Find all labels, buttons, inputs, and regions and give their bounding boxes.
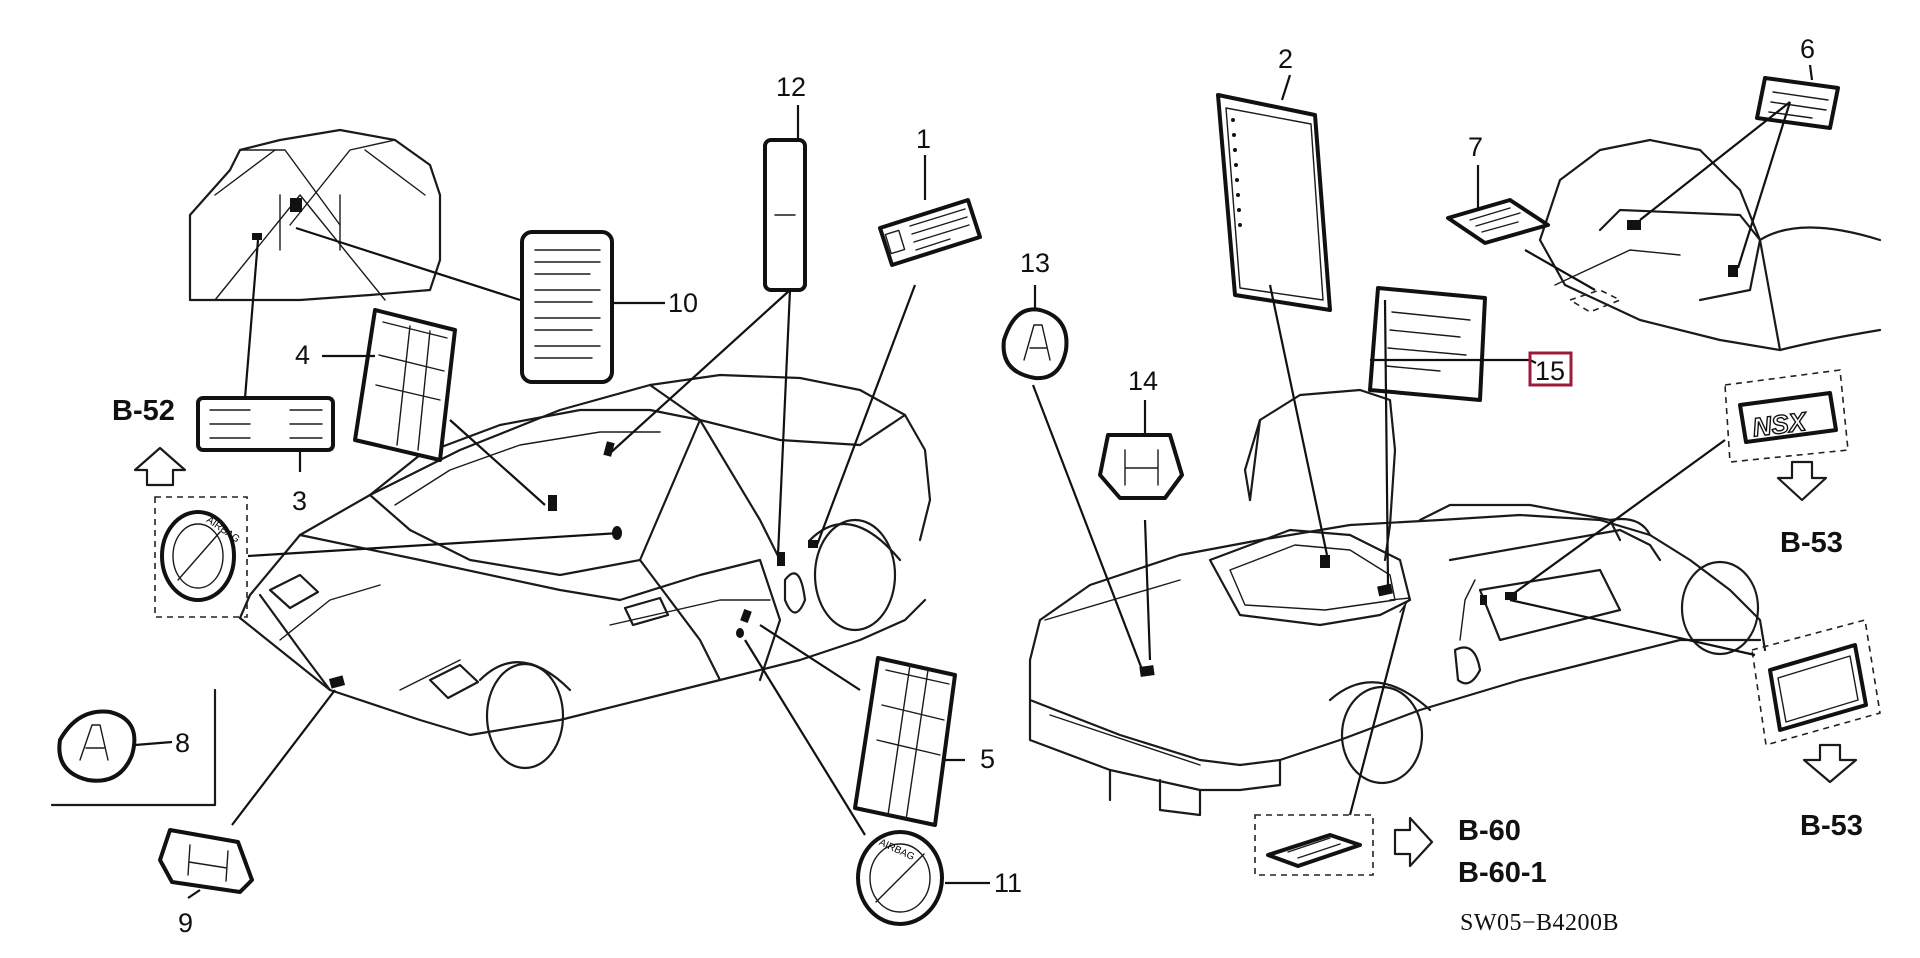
trunk-detail-illustration [1538, 138, 1882, 352]
part-10-label [520, 230, 614, 384]
callout-8: 8 [175, 728, 190, 758]
part-5-label [853, 656, 957, 827]
lower-center-plate-box [1254, 814, 1374, 876]
reference-labels: B-52 B-53 B-53 B-60 B-60-1 SW05−B4200B [112, 395, 1863, 936]
lower-right-plate-box [1751, 618, 1881, 747]
arrow-b53-lower [1802, 743, 1858, 784]
part-11-airbag-label: AIRBAG [856, 830, 944, 926]
ref-b60[interactable]: B-60 [1458, 815, 1521, 847]
callout-labels: 1 2 3 4 5 6 7 8 9 10 11 12 13 14 15 [175, 34, 1815, 938]
part-9-emblem [158, 828, 254, 894]
callout-5: 5 [980, 744, 995, 774]
callout-14: 14 [1128, 366, 1158, 396]
part-1-fuel-label [878, 198, 982, 267]
part-3-label [196, 396, 335, 452]
part-4-label [353, 308, 457, 462]
callout-2: 2 [1278, 44, 1293, 74]
callout-15[interactable]: 15 [1535, 356, 1565, 386]
callout-1: 1 [916, 124, 931, 154]
part-2-sheet [1216, 93, 1332, 312]
nsx-emblem-text: NSX [1751, 406, 1809, 442]
ref-b53-upper[interactable]: B-53 [1780, 527, 1843, 559]
arrow-b53-upper [1776, 460, 1828, 502]
part-8-emblem [57, 709, 137, 783]
rear-car-illustration [1028, 388, 1767, 817]
callout-7: 7 [1468, 132, 1483, 162]
part-6-label [1755, 76, 1840, 130]
airbag-reference-box: AIRBAG [154, 496, 248, 618]
callout-15-highlight [1528, 351, 1573, 387]
ref-b60-1[interactable]: B-60-1 [1458, 857, 1547, 889]
part-7-label [1446, 198, 1550, 245]
ref-b53-lower[interactable]: B-53 [1800, 810, 1863, 842]
part-12-label [763, 138, 807, 292]
ref-b52[interactable]: B-52 [112, 395, 175, 427]
callout-3: 3 [292, 486, 307, 516]
part-8-bracket [50, 688, 217, 807]
callout-10: 10 [668, 288, 698, 318]
callout-13: 13 [1020, 248, 1050, 278]
callout-12: 12 [776, 72, 806, 102]
callout-4: 4 [295, 340, 310, 370]
arrow-b60 [1393, 816, 1434, 868]
arrow-b52 [133, 446, 187, 487]
diagram-code: SW05−B4200B [1460, 910, 1619, 936]
front-car-illustration [238, 373, 932, 770]
part-13-emblem [1001, 307, 1069, 381]
leader-lines [134, 64, 1814, 899]
callout-11: 11 [994, 868, 1022, 898]
part-15-label [1368, 286, 1487, 402]
nsx-emblem-box: NSX [1724, 369, 1849, 463]
hood-underside-illustration [188, 128, 442, 302]
part-14-emblem [1098, 433, 1184, 500]
callout-9: 9 [178, 908, 193, 938]
callout-6: 6 [1800, 34, 1815, 64]
